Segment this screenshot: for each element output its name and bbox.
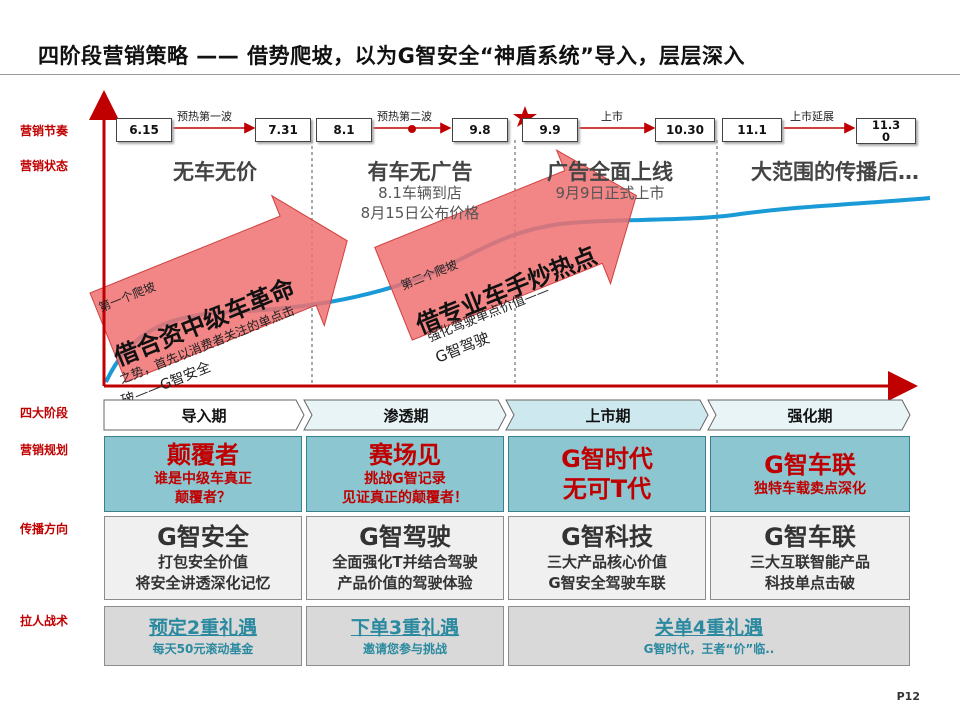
banner-shape-1: [89, 194, 348, 383]
date-box-6: 10.30: [655, 118, 715, 142]
plan-3-line1: G智时代: [561, 445, 653, 473]
spread-4-line1: 三大互联智能产品: [749, 553, 870, 571]
spread-1-title: G智安全: [157, 523, 249, 551]
date-box-8: 11.30: [856, 118, 916, 144]
spread-cell-1: G智安全 打包安全价值 将安全讲透深化记忆: [104, 516, 302, 600]
pull-cell-2: 下单3重礼遇 邀请您参与挑战: [306, 606, 504, 666]
date-box-2: 7.31: [255, 118, 311, 142]
pull-1-link[interactable]: 预定2重礼遇: [148, 617, 258, 639]
date-box-7: 11.1: [722, 118, 782, 142]
page-number: P12: [896, 690, 920, 703]
spread-1-line2: 将安全讲透深化记忆: [135, 574, 271, 592]
spread-3-title: G智科技: [561, 523, 653, 551]
spread-2-line1: 全面强化T并结合驾驶: [332, 553, 478, 571]
spread-cell-3: G智科技 三大产品核心价值 G智安全驾驶车联: [508, 516, 706, 600]
pull-2-link[interactable]: 下单3重礼遇: [350, 617, 460, 639]
plan-cell-2: 赛场见 挑战G智记录 见证真正的颠覆者！: [306, 436, 504, 512]
spread-3-line1: 三大产品核心价值: [546, 553, 667, 571]
spread-4-line2: 科技单点击破: [764, 574, 855, 592]
status-stage-3-sub: 9月9日正式上市: [555, 184, 665, 202]
date-box-3: 8.1: [316, 118, 372, 142]
plan-2-line2: 见证真正的颠覆者！: [342, 490, 468, 506]
pull-3-link[interactable]: 关单4重礼遇: [654, 617, 764, 639]
plan-cell-3: G智时代 无可T代: [508, 436, 706, 512]
spread-2-title: G智驾驶: [359, 523, 451, 551]
page-title: 四阶段营销策略 —— 借势爬坡，以为G智安全“神盾系统”导入，层层深入: [38, 44, 745, 68]
pull-3-sub: G智时代，王者“价”临..: [643, 642, 775, 656]
spread-cell-2: G智驾驶 全面强化T并结合驾驶 产品价值的驾驶体验: [306, 516, 504, 600]
spread-1-line1: 打包安全价值: [157, 553, 248, 571]
spread-cell-4: G智车联 三大互联智能产品 科技单点击破: [710, 516, 910, 600]
timeline-dot: [408, 125, 416, 133]
spread-4-title: G智车联: [764, 523, 856, 551]
title-divider: [0, 74, 960, 75]
status-stage-2-sub1: 8.1车辆到店: [378, 184, 462, 202]
status-stage-2-sub2: 8月15日公布价格: [360, 204, 480, 222]
plan-4-line1: 独特车载卖点深化: [754, 480, 866, 497]
timeline-tag-1: 预热第一波: [177, 110, 232, 123]
phase-strengthen: 强化期: [787, 406, 833, 425]
plan-cell-4: G智车联 独特车载卖点深化: [710, 436, 910, 512]
row-label-rhythm: 营销节奏: [20, 124, 69, 138]
pull-cell-3: 关单4重礼遇 G智时代，王者“价”临..: [508, 606, 910, 666]
status-stage-1: 无车无价: [173, 160, 257, 184]
spread-2-line2: 产品价值的驾驶体验: [337, 574, 473, 592]
spread-3-line2: G智安全驾驶车联: [548, 574, 666, 592]
plan-cell-1: 颠覆者 谁是中级车真正 颠覆者？: [104, 436, 302, 512]
pull-1-sub: 每天50元滚动基金: [152, 642, 254, 656]
row-label-pull: 拉人战术: [20, 614, 69, 628]
status-stage-4: 大范围的传播后…: [751, 160, 919, 184]
phase-launch: 上市期: [585, 406, 631, 425]
plan-4-title: G智车联: [764, 450, 856, 479]
status-stage-3: 广告全面上线: [547, 160, 673, 184]
timeline-tag-3: 上市: [601, 110, 623, 123]
date-box-1: 6.15: [116, 118, 172, 142]
status-stage-2: 有车无广告: [367, 160, 473, 184]
phase-penetration: 渗透期: [383, 406, 429, 425]
timeline-tag-2: 预热第二波: [377, 110, 432, 123]
banner-shape-2: [374, 149, 638, 341]
timeline-tag-4: 上市延展: [790, 110, 834, 123]
row-label-spread: 传播方向: [20, 522, 69, 536]
date-box-5: 9.9: [522, 118, 578, 142]
row-label-plan: 营销规划: [20, 443, 69, 457]
pull-2-sub: 邀请您参与挑战: [362, 642, 447, 656]
phase-intro: 导入期: [181, 406, 227, 425]
plan-3-line2: 无可T代: [562, 475, 652, 503]
plan-2-title: 赛场见: [369, 441, 441, 469]
plan-1-line2: 颠覆者？: [175, 490, 231, 506]
plan-2-line1: 挑战G智记录: [364, 471, 446, 487]
row-label-phases: 四大阶段: [20, 406, 69, 420]
date-box-4: 9.8: [452, 118, 508, 142]
row-label-status: 营销状态: [20, 159, 69, 173]
pull-cell-1: 预定2重礼遇 每天50元滚动基金: [104, 606, 302, 666]
plan-1-line1: 谁是中级车真正: [154, 471, 252, 487]
plan-1-title: 颠覆者: [167, 441, 239, 469]
